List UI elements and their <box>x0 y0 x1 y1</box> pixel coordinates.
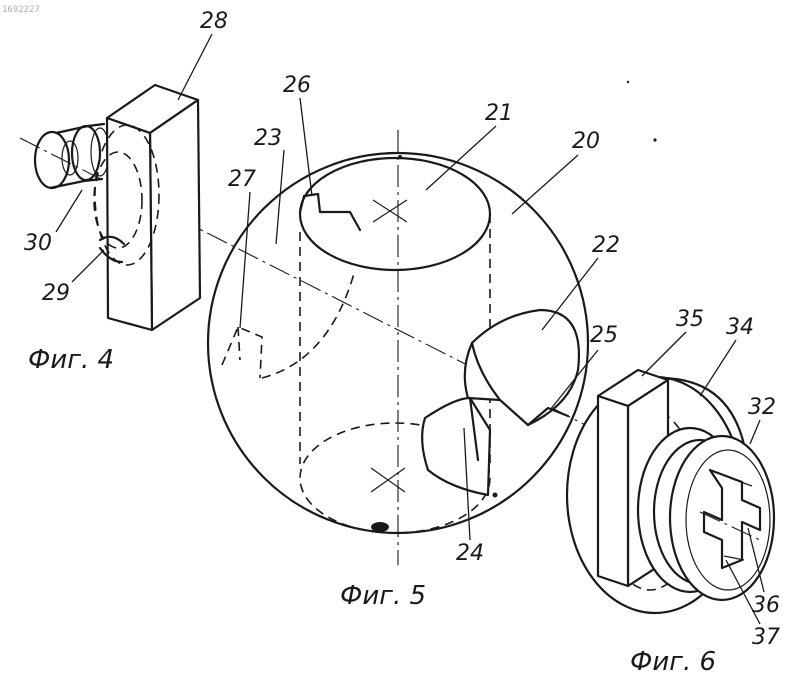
fig6-assembly <box>567 370 774 613</box>
label-36: 36 <box>752 593 780 618</box>
label-22: 22 <box>592 233 620 258</box>
label-27: 27 <box>228 167 256 192</box>
label-28: 28 <box>200 9 228 34</box>
sphere-20 <box>208 130 588 565</box>
corner-mark: 1692227 <box>2 5 40 15</box>
fig6-caption: Фиг. 6 <box>630 647 716 677</box>
label-26: 26 <box>283 73 311 98</box>
fig4-caption: Фиг. 4 <box>28 345 114 375</box>
label-34: 34 <box>726 315 754 340</box>
label-30: 30 <box>24 231 52 256</box>
label-29: 29 <box>42 281 70 306</box>
shaft-30 <box>35 124 109 188</box>
label-25: 25 <box>590 323 618 348</box>
label-23: 23 <box>254 126 282 151</box>
fig5-caption: Фиг. 5 <box>340 581 426 611</box>
block-28 <box>94 85 200 330</box>
label-20: 20 <box>572 129 600 154</box>
label-21: 21 <box>485 101 513 126</box>
label-24: 24 <box>456 541 484 566</box>
label-32: 32 <box>748 395 776 420</box>
label-35: 35 <box>676 307 704 332</box>
label-37: 37 <box>752 625 780 650</box>
